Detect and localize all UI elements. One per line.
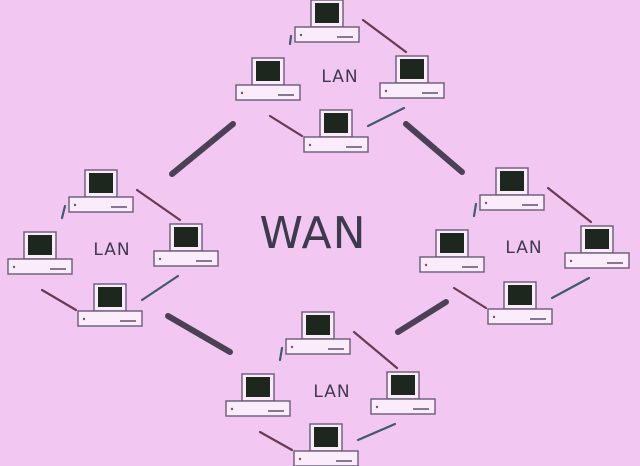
computer-top-right: [379, 55, 445, 99]
computer-right-top: [479, 167, 545, 211]
computer-bottom-left: [225, 373, 291, 417]
lan-link-bottom-left-bottom: [258, 430, 294, 452]
lan-link-right-top-right: [546, 186, 593, 224]
computer-left-top: [68, 169, 134, 213]
power-light: [82, 317, 86, 321]
system-unit: [379, 82, 445, 99]
system-unit: [370, 398, 436, 415]
system-unit: [68, 196, 134, 213]
power-light: [158, 257, 162, 261]
lan-label-bottom: LAN: [313, 382, 351, 402]
power-light: [569, 259, 573, 263]
power-light: [484, 201, 488, 205]
lan-link-right-left-bottom: [452, 286, 488, 310]
power-light: [492, 315, 496, 319]
computer-left-left: [7, 231, 73, 275]
lan-link-right-top-left: [472, 202, 478, 218]
computer-left-bottom: [77, 283, 143, 327]
system-unit: [479, 194, 545, 211]
lan-label-right: LAN: [505, 238, 543, 258]
wan-link-top-right: [403, 121, 465, 175]
wan-link-top-left: [169, 121, 236, 177]
screen: [314, 427, 338, 447]
system-unit: [153, 250, 219, 267]
power-light: [384, 89, 388, 93]
lan-link-left-top-left: [60, 204, 67, 220]
computer-top-bottom: [303, 109, 369, 153]
screen: [246, 377, 270, 397]
system-unit: [303, 136, 369, 153]
lan-link-top-right-bottom: [366, 106, 406, 128]
wan-link-left-bottom: [165, 313, 233, 355]
screen: [400, 59, 424, 79]
screen: [324, 113, 348, 133]
computer-top-left: [235, 57, 301, 101]
power-light: [73, 203, 77, 207]
wan-link-right-bottom: [395, 299, 449, 335]
lan-link-top-left-bottom: [268, 114, 304, 138]
system-unit: [564, 252, 630, 269]
computer-right-left: [419, 229, 485, 273]
system-unit: [285, 338, 351, 355]
screen: [174, 227, 198, 247]
lan-label-top: LAN: [321, 67, 359, 87]
screen: [98, 287, 122, 307]
lan-link-left-left-bottom: [40, 288, 78, 312]
screen: [256, 61, 280, 81]
lan-link-top-top-right: [361, 18, 408, 54]
screen: [440, 233, 464, 253]
lan-link-right-right-bottom: [550, 276, 591, 300]
computer-bottom-right: [370, 371, 436, 415]
power-light: [299, 33, 303, 37]
screen: [585, 229, 609, 249]
computer-right-bottom: [487, 281, 553, 325]
system-unit: [7, 258, 73, 275]
power-light: [308, 143, 312, 147]
power-light: [290, 345, 294, 349]
system-unit: [419, 256, 485, 273]
lan-label-left: LAN: [93, 240, 131, 260]
system-unit: [294, 26, 360, 43]
power-light: [424, 263, 428, 267]
power-light: [12, 265, 16, 269]
lan-link-bottom-top-left: [278, 346, 284, 362]
lan-link-left-right-bottom: [140, 274, 180, 302]
system-unit: [487, 308, 553, 325]
system-unit: [225, 400, 291, 417]
computer-right-right: [564, 225, 630, 269]
computer-left-right: [153, 223, 219, 267]
lan-link-top-top-left: [288, 34, 293, 46]
system-unit: [77, 310, 143, 327]
lan-link-bottom-top-right: [352, 330, 399, 370]
power-light: [375, 405, 379, 409]
lan-link-left-top-right: [135, 188, 182, 222]
computer-bottom-top: [285, 311, 351, 355]
lan-link-bottom-right-bottom: [356, 422, 397, 442]
screen: [391, 375, 415, 395]
system-unit: [235, 84, 301, 101]
wan-label: WAN: [259, 208, 367, 259]
screen: [508, 285, 532, 305]
screen: [306, 315, 330, 335]
power-light: [230, 407, 234, 411]
screen: [500, 171, 524, 191]
power-light: [298, 457, 302, 461]
computer-top-top: [294, 0, 360, 43]
screen: [315, 3, 339, 23]
screen: [89, 173, 113, 193]
computer-bottom-bottom: [293, 423, 359, 466]
power-light: [240, 91, 244, 95]
system-unit: [293, 450, 359, 466]
screen: [28, 235, 52, 255]
